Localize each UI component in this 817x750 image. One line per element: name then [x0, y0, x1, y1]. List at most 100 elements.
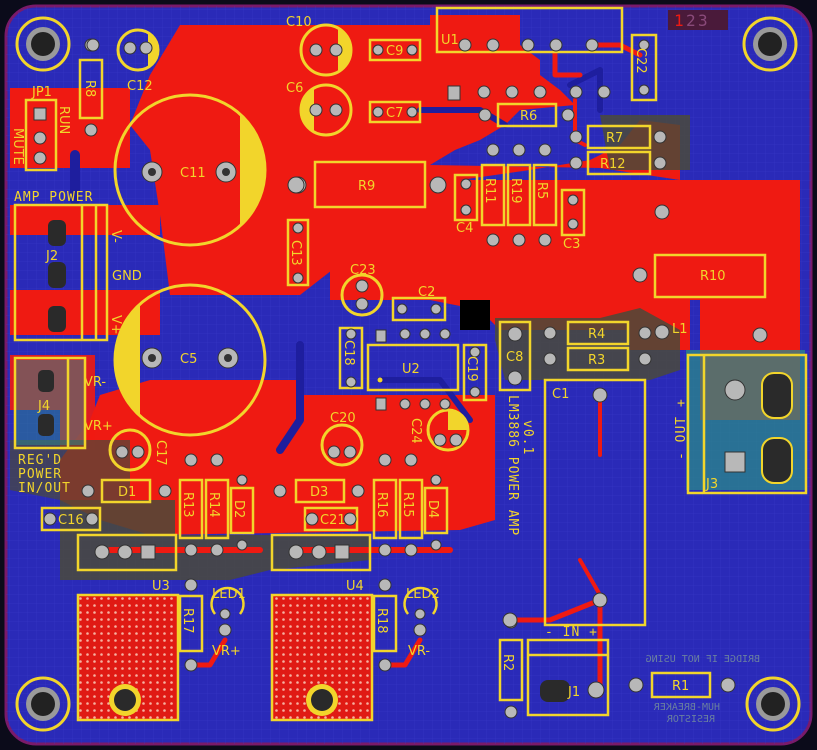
cap-c17: C17: [108, 428, 168, 472]
label-c6: C6: [286, 81, 303, 96]
cap-c11: C11: [113, 93, 267, 247]
label-d2: D2: [231, 500, 246, 518]
connector-j4: J4 VR- VR+ REG'D POWER IN/OUT: [13, 356, 113, 496]
label-c7: C7: [386, 106, 403, 121]
label-r14: R14: [206, 492, 221, 518]
resistor-r6: R6: [478, 102, 575, 128]
resistor-r1: R1: [628, 671, 736, 699]
led1-voltage: VR+: [212, 644, 241, 659]
cap-c3: C3: [560, 188, 586, 252]
resistor-r10: R10: [653, 204, 767, 340]
cap-c24: C24: [408, 408, 470, 452]
resistor-note: RESISTOR: [666, 714, 715, 725]
jumper-run: RUN: [56, 106, 71, 134]
regd-line-3: IN/OUT: [18, 481, 71, 496]
led2-voltage: VR-: [408, 644, 430, 659]
label-led2: LED2: [406, 587, 440, 602]
label-r2: R2: [500, 654, 515, 671]
label-r11: R11: [482, 178, 497, 204]
label-r18: R18: [374, 608, 389, 634]
label-r8: R8: [82, 80, 97, 97]
regd-line-1: REG'D: [18, 453, 62, 468]
diode-d3: D3: [273, 478, 365, 504]
cap-c1: C1: [543, 378, 647, 627]
cap-c18: C18: [338, 326, 364, 390]
copper-pours: [10, 15, 805, 580]
layer-3: 3: [698, 11, 708, 30]
label-jp1: JP1: [31, 85, 52, 100]
label-r6: R6: [520, 109, 537, 124]
mount-hole-br: [745, 676, 801, 732]
label-vr-plus: VR+: [84, 419, 113, 434]
label-r4: R4: [588, 327, 605, 342]
label-c11: C11: [180, 166, 206, 181]
resistor-r15: R15: [398, 453, 424, 557]
label-c2: C2: [418, 285, 435, 300]
label-r19: R19: [508, 178, 523, 204]
label-r12: R12: [600, 157, 626, 172]
cap-c21: C21: [303, 506, 359, 532]
bridge-note: BRIDGE IF NOT USING: [646, 654, 760, 665]
diode-d4: D4: [423, 474, 449, 551]
label-c24: C24: [408, 418, 423, 444]
label-r1: R1: [672, 679, 689, 694]
resistor-r5: R5: [532, 143, 558, 247]
resistor-r19: R19: [506, 143, 532, 247]
label-u2: U2: [402, 362, 420, 377]
resistor-r16: R16: [372, 453, 398, 557]
label-r5: R5: [534, 182, 549, 199]
resistor-r13: R13: [178, 453, 204, 557]
layer-1: 1: [674, 11, 684, 30]
label-u4: U4: [346, 579, 364, 594]
cap-c4: C4: [453, 173, 479, 236]
label-c8: C8: [506, 350, 523, 365]
label-j2: J2: [45, 249, 58, 264]
label-v-plus: V+: [108, 315, 123, 335]
ic-u2: U2: [366, 328, 460, 411]
heatsink-u3: [76, 593, 180, 722]
label-l1: L1: [672, 322, 688, 337]
label-c12: C12: [127, 79, 153, 94]
label-c21: C21: [320, 513, 346, 528]
cap-c19: C19: [462, 343, 488, 402]
label-c18: C18: [341, 340, 356, 366]
label-c3: C3: [563, 237, 580, 252]
label-r16: R16: [374, 492, 389, 518]
resistor-r4: R4: [543, 320, 652, 346]
heatsink-u4: [270, 593, 374, 722]
resistor-r14: R14: [204, 453, 230, 557]
cap-c9: C9: [368, 38, 422, 62]
label-r3: R3: [588, 353, 605, 368]
hum-breaker-note: HUM-BREAKER: [653, 702, 720, 713]
diode-d2: D2: [229, 474, 255, 551]
mounting-holes: [15, 16, 801, 732]
label-d1: D1: [118, 485, 136, 500]
resistor-r11: R11: [480, 143, 506, 247]
regulator-u4: U4: [270, 533, 372, 594]
cap-c16: C16: [40, 506, 102, 532]
label-c19: C19: [464, 356, 479, 382]
label-d3: D3: [310, 485, 328, 500]
label-r9: R9: [358, 179, 375, 194]
label-v-minus: V-: [108, 230, 123, 243]
label-r13: R13: [180, 492, 195, 518]
label-r17: R17: [180, 608, 195, 634]
resistor-r12: R12: [569, 150, 667, 176]
connector-jp1: JP1 RUN MUTE: [10, 85, 71, 172]
vias: [86, 38, 768, 628]
label-c4: C4: [456, 221, 473, 236]
label-j1: J1: [567, 685, 580, 700]
mount-hole-tr: [742, 16, 798, 72]
resistor-r17: R17: [178, 578, 204, 672]
board-version: v0.1: [520, 420, 535, 455]
ic-u1: U1: [435, 6, 624, 101]
cap-c13: C13: [286, 218, 310, 287]
cap-c22: C22: [630, 33, 658, 102]
label-j3: J3: [705, 477, 718, 492]
cap-c12: C12: [116, 28, 160, 94]
out-label: - OUT +: [674, 398, 689, 460]
resistor-r7: R7: [569, 124, 667, 150]
cap-c8: C8: [498, 320, 532, 392]
label-c20: C20: [330, 411, 356, 426]
